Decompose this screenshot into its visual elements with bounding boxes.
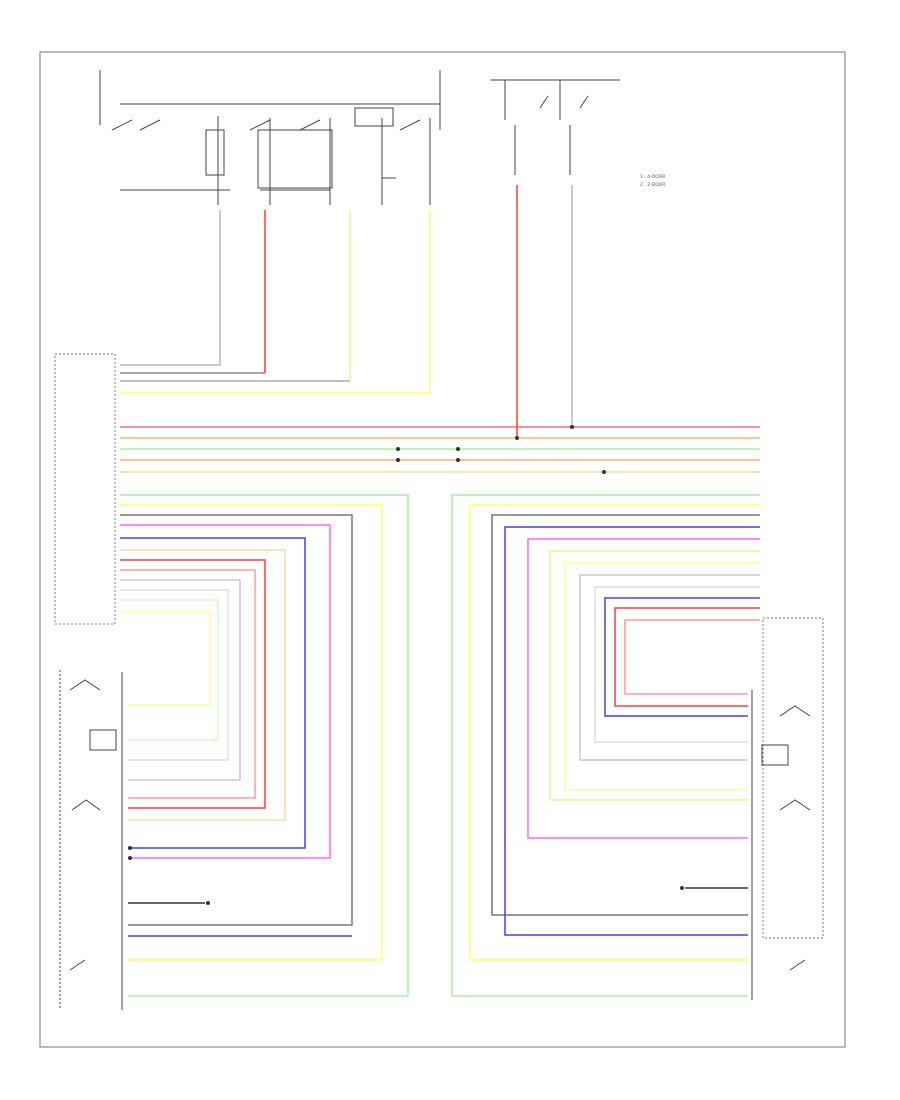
right-module-box: [762, 617, 824, 939]
left-module-box: [54, 353, 116, 625]
legend-item-2: 2 : 2-DOOR: [640, 182, 665, 188]
ground-lines: [128, 887, 748, 904]
diagram-frame: [39, 51, 846, 1048]
relay-assembly: [490, 79, 620, 175]
switch-verticals: [219, 185, 573, 438]
right-harness: [451, 494, 760, 997]
legend-item-1: 1 : 4-DOOR: [640, 174, 665, 180]
bus-lines: [120, 364, 760, 473]
left-mirror-connector: [59, 670, 123, 1010]
left-harness: [120, 494, 409, 997]
right-mirror-connector: [751, 690, 811, 1000]
splice-dots: [128, 425, 684, 905]
mirror-switch-assembly: [99, 70, 441, 205]
